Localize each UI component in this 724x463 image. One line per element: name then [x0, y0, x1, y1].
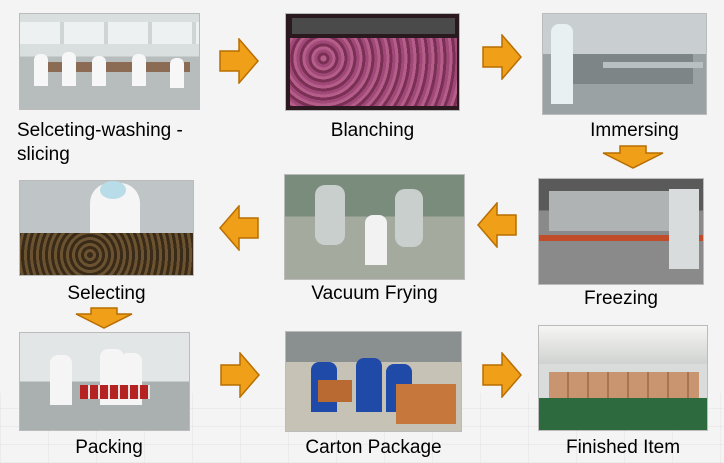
label-step-3: Immersing	[590, 120, 679, 141]
label-step-1-line2: slicing	[17, 144, 70, 165]
photo-immersing	[542, 13, 707, 115]
label-step-5: Vacuum Frying	[311, 283, 438, 304]
label-step-4: Freezing	[584, 288, 658, 309]
arrow-left-1	[477, 202, 517, 248]
label-step-6: Selecting	[67, 283, 146, 304]
arrow-down-1	[602, 145, 664, 169]
label-step-8: Carton Package	[305, 437, 442, 458]
label-step-7: Packing	[75, 437, 143, 458]
photo-vacuum-frying	[284, 174, 465, 280]
label-step-1: Selceting-washing -	[17, 120, 183, 141]
arrow-left-2	[219, 205, 259, 251]
photo-packing	[19, 332, 190, 431]
arrow-right-4	[482, 352, 522, 398]
arrow-right-1	[219, 38, 259, 84]
arrow-right-2	[482, 34, 522, 80]
arrow-down-2	[75, 307, 133, 329]
photo-freezing	[538, 178, 704, 285]
photo-finished-item	[538, 325, 708, 431]
label-step-2: Blanching	[330, 120, 415, 141]
photo-selecting	[19, 180, 194, 276]
photo-blanching	[285, 13, 460, 111]
photo-carton-package	[285, 331, 462, 432]
arrow-right-3	[220, 352, 260, 398]
label-step-9: Finished Item	[565, 437, 681, 458]
photo-selecting-washing-slicing	[19, 13, 200, 110]
